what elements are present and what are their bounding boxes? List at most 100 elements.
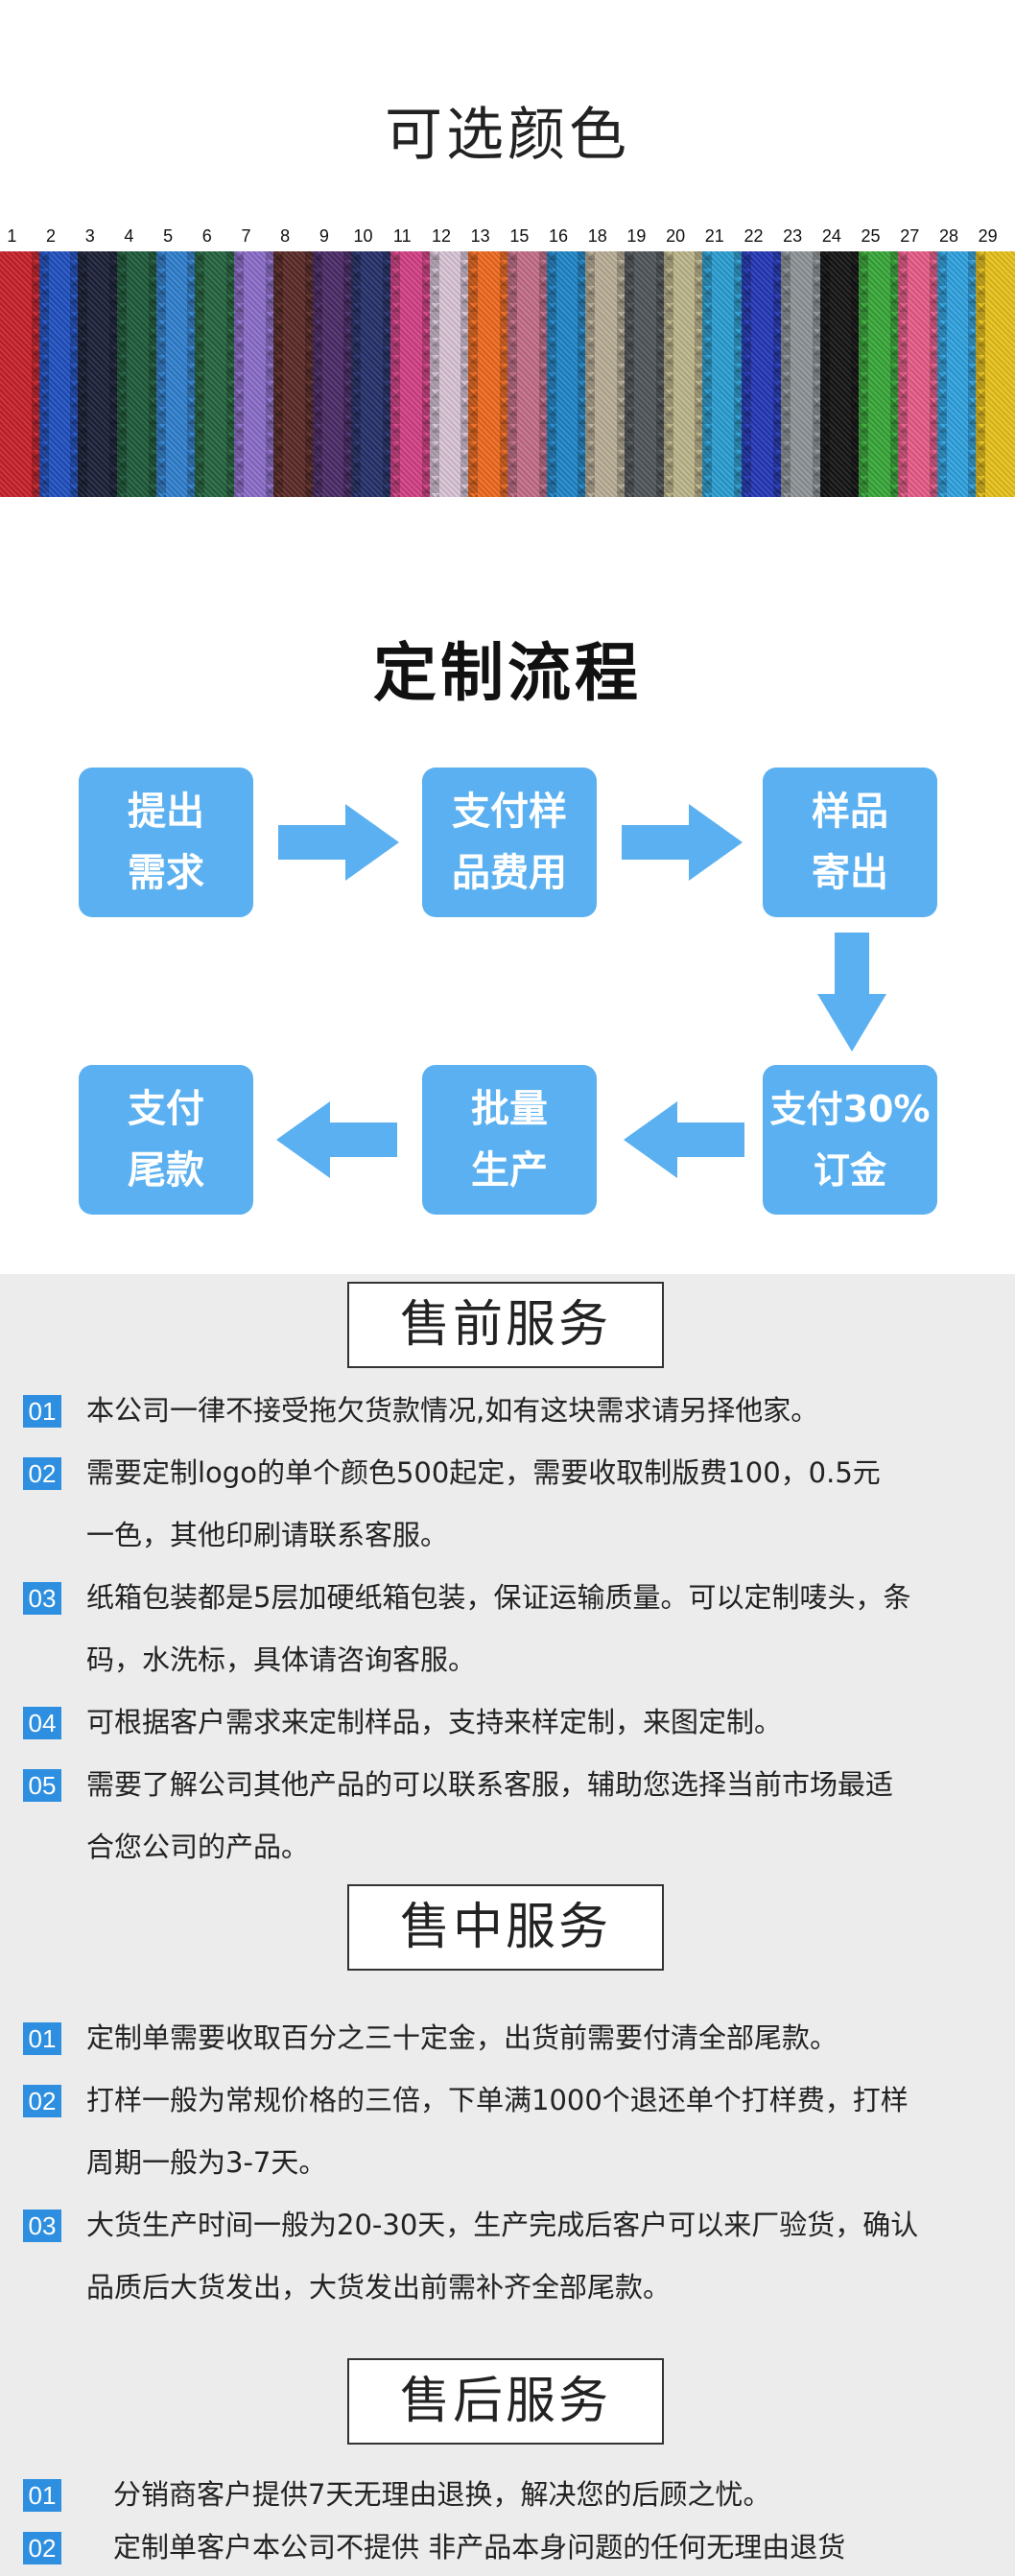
color-swatch: [351, 251, 400, 497]
swatch-edge: [929, 251, 947, 497]
swatch-edge: [265, 251, 283, 497]
swatch-edge: [226, 251, 245, 497]
swatch-number-label: 12: [431, 226, 451, 246]
swatch-edge: [734, 251, 752, 497]
pre-sale-item: 02 需要定制logo的单个颜色500起定，需要收取制版费100，0.5元 一色…: [23, 1442, 1002, 1567]
swatch-number-label: 28: [938, 226, 958, 246]
swatch-edge: [460, 251, 479, 497]
swatch-edge: [499, 251, 517, 497]
swatch-number-label: 29: [978, 226, 998, 246]
step-pay-sample-fee: 支付样 品费用: [422, 768, 597, 917]
item-text-line: 需要定制logo的单个颜色500起定，需要收取制版费100，0.5元: [86, 1456, 881, 1489]
color-swatch: [468, 251, 517, 497]
swatch-number-label: 6: [201, 226, 212, 246]
customization-process-section: 定制流程 提出 需求 支付样 品费用 样品 寄出 支付30% 订金 批量 生产 …: [0, 499, 1015, 1274]
item-number-badge: 03: [23, 1582, 61, 1615]
pre-sale-item: 05 需要了解公司其他产品的可以联系客服，辅助您选择当前市场最适 合您公司的产品…: [23, 1754, 1002, 1879]
swatch-number-label: 13: [470, 226, 490, 246]
step-label-line: 品费用: [452, 851, 567, 895]
in-sale-item: 01 定制单需要收取百分之三十定金，出货前需要付清全部尾款。: [23, 2007, 1002, 2069]
color-swatch: [38, 251, 88, 497]
swatch-number-label: 11: [392, 226, 412, 246]
item-number-badge: 01: [23, 2479, 61, 2512]
swatch-edge: [343, 251, 362, 497]
item-text-line: 本公司一律不接受拖欠货款情况,如有这块需求请另择他家。: [86, 1394, 819, 1427]
pre-sale-service-header: 售前服务: [347, 1282, 664, 1368]
color-swatch: [117, 251, 166, 497]
item-text-line: 合您公司的产品。: [86, 1831, 310, 1863]
color-swatch: [429, 251, 479, 497]
item-number-badge: 05: [23, 1769, 61, 1802]
color-swatch: [936, 251, 986, 497]
swatch-number-label: 19: [626, 226, 647, 246]
item-text-line: 分销商客户提供7天无理由退换，解决您的后顾之忧。: [113, 2478, 771, 2511]
color-swatch: [272, 251, 322, 497]
swatch-number-label: 16: [549, 226, 569, 246]
swatch-edge: [148, 251, 166, 497]
arrow-right-icon: [278, 804, 399, 881]
after-sale-item: 02 定制单客户本公司不提供 非产品本身问题的任何无理由退货: [23, 2517, 1002, 2576]
in-sale-item: 02 打样一般为常规价格的三倍，下单满1000个退还单个打样费，打样 周期一般为…: [23, 2069, 1002, 2194]
swatch-edge: [31, 251, 49, 497]
color-swatch: [0, 251, 49, 497]
swatch-edge: [70, 251, 88, 497]
color-swatch: [897, 251, 947, 497]
swatch-number-label: 22: [744, 226, 764, 246]
color-swatch: [702, 251, 752, 497]
step-mass-production: 批量 生产: [422, 1065, 597, 1215]
swatch-number-label: 23: [783, 226, 803, 246]
swatch-edge: [421, 251, 439, 497]
after-sale-service-header: 售后服务: [347, 2358, 664, 2445]
color-swatch: [585, 251, 635, 497]
item-text-line: 打样一般为常规价格的三倍，下单满1000个退还单个打样费，打样: [86, 2084, 909, 2116]
swatch-edge: [304, 251, 322, 497]
arrow-left-icon: [276, 1101, 397, 1178]
item-text-line: 定制单客户本公司不提供 非产品本身问题的任何无理由退货: [113, 2531, 846, 2564]
step-label-line: 支付30%: [769, 1088, 931, 1130]
color-swatch: [625, 251, 673, 497]
pre-sale-item: 04 可根据客户需求来定制样品，支持来样定制，来图定制。: [23, 1691, 1002, 1754]
swatch-number-label: 21: [704, 226, 724, 246]
step-pay-balance: 支付 尾款: [79, 1065, 253, 1215]
item-text-line: 码，水洗标，具体请咨询客服。: [86, 1643, 477, 1676]
swatch-edge: [109, 251, 128, 497]
swatch-number-label: 9: [319, 226, 329, 246]
color-swatch: [819, 251, 869, 497]
swatch-number-label: 1: [7, 226, 17, 246]
swatch-edge: [617, 251, 635, 497]
item-number-badge: 02: [23, 2532, 61, 2564]
in-sale-item: 03 大货生产时间一般为20-30天，生产完成后客户可以来厂验货，确认 品质后大…: [23, 2194, 1002, 2319]
swatch-edge: [538, 251, 556, 497]
swatch-edge: [382, 251, 400, 497]
pre-sale-item: 03 纸箱包装都是5层加硬纸箱包装，保证运输质量。可以定制唛头，条 码，水洗标，…: [23, 1567, 1002, 1691]
swatch-number-label: 25: [861, 226, 881, 246]
color-swatch: [507, 251, 556, 497]
color-swatch: [742, 251, 791, 497]
step-label-line: 支付: [128, 1087, 204, 1131]
color-swatch: [195, 251, 245, 497]
color-swatch: [234, 251, 283, 497]
item-text-line: 周期一般为3-7天。: [86, 2146, 327, 2179]
color-swatch: [663, 251, 713, 497]
step-submit-request: 提出 需求: [79, 768, 253, 917]
color-swatch: [78, 251, 128, 497]
fabric-swatch-strip: [0, 251, 1015, 497]
swatch-number-label: 27: [900, 226, 920, 246]
item-number-badge: 02: [23, 2085, 61, 2117]
color-swatch: [859, 251, 908, 497]
color-swatch: [780, 251, 830, 497]
swatch-number-label: 7: [241, 226, 251, 246]
swatch-edge: [812, 251, 830, 497]
after-sale-item: 01 分销商客户提供7天无理由退换，解决您的后顾之忧。: [23, 2464, 1002, 2526]
item-number-badge: 01: [23, 1395, 61, 1428]
swatch-edge: [695, 251, 713, 497]
color-swatch: [976, 251, 1015, 497]
color-swatch: [389, 251, 439, 497]
swatch-edge: [772, 251, 791, 497]
arrow-down-icon: [817, 933, 886, 1052]
item-number-badge: 01: [23, 2022, 61, 2055]
swatch-number-label: 15: [509, 226, 530, 246]
step-label-line: 需求: [128, 851, 204, 895]
